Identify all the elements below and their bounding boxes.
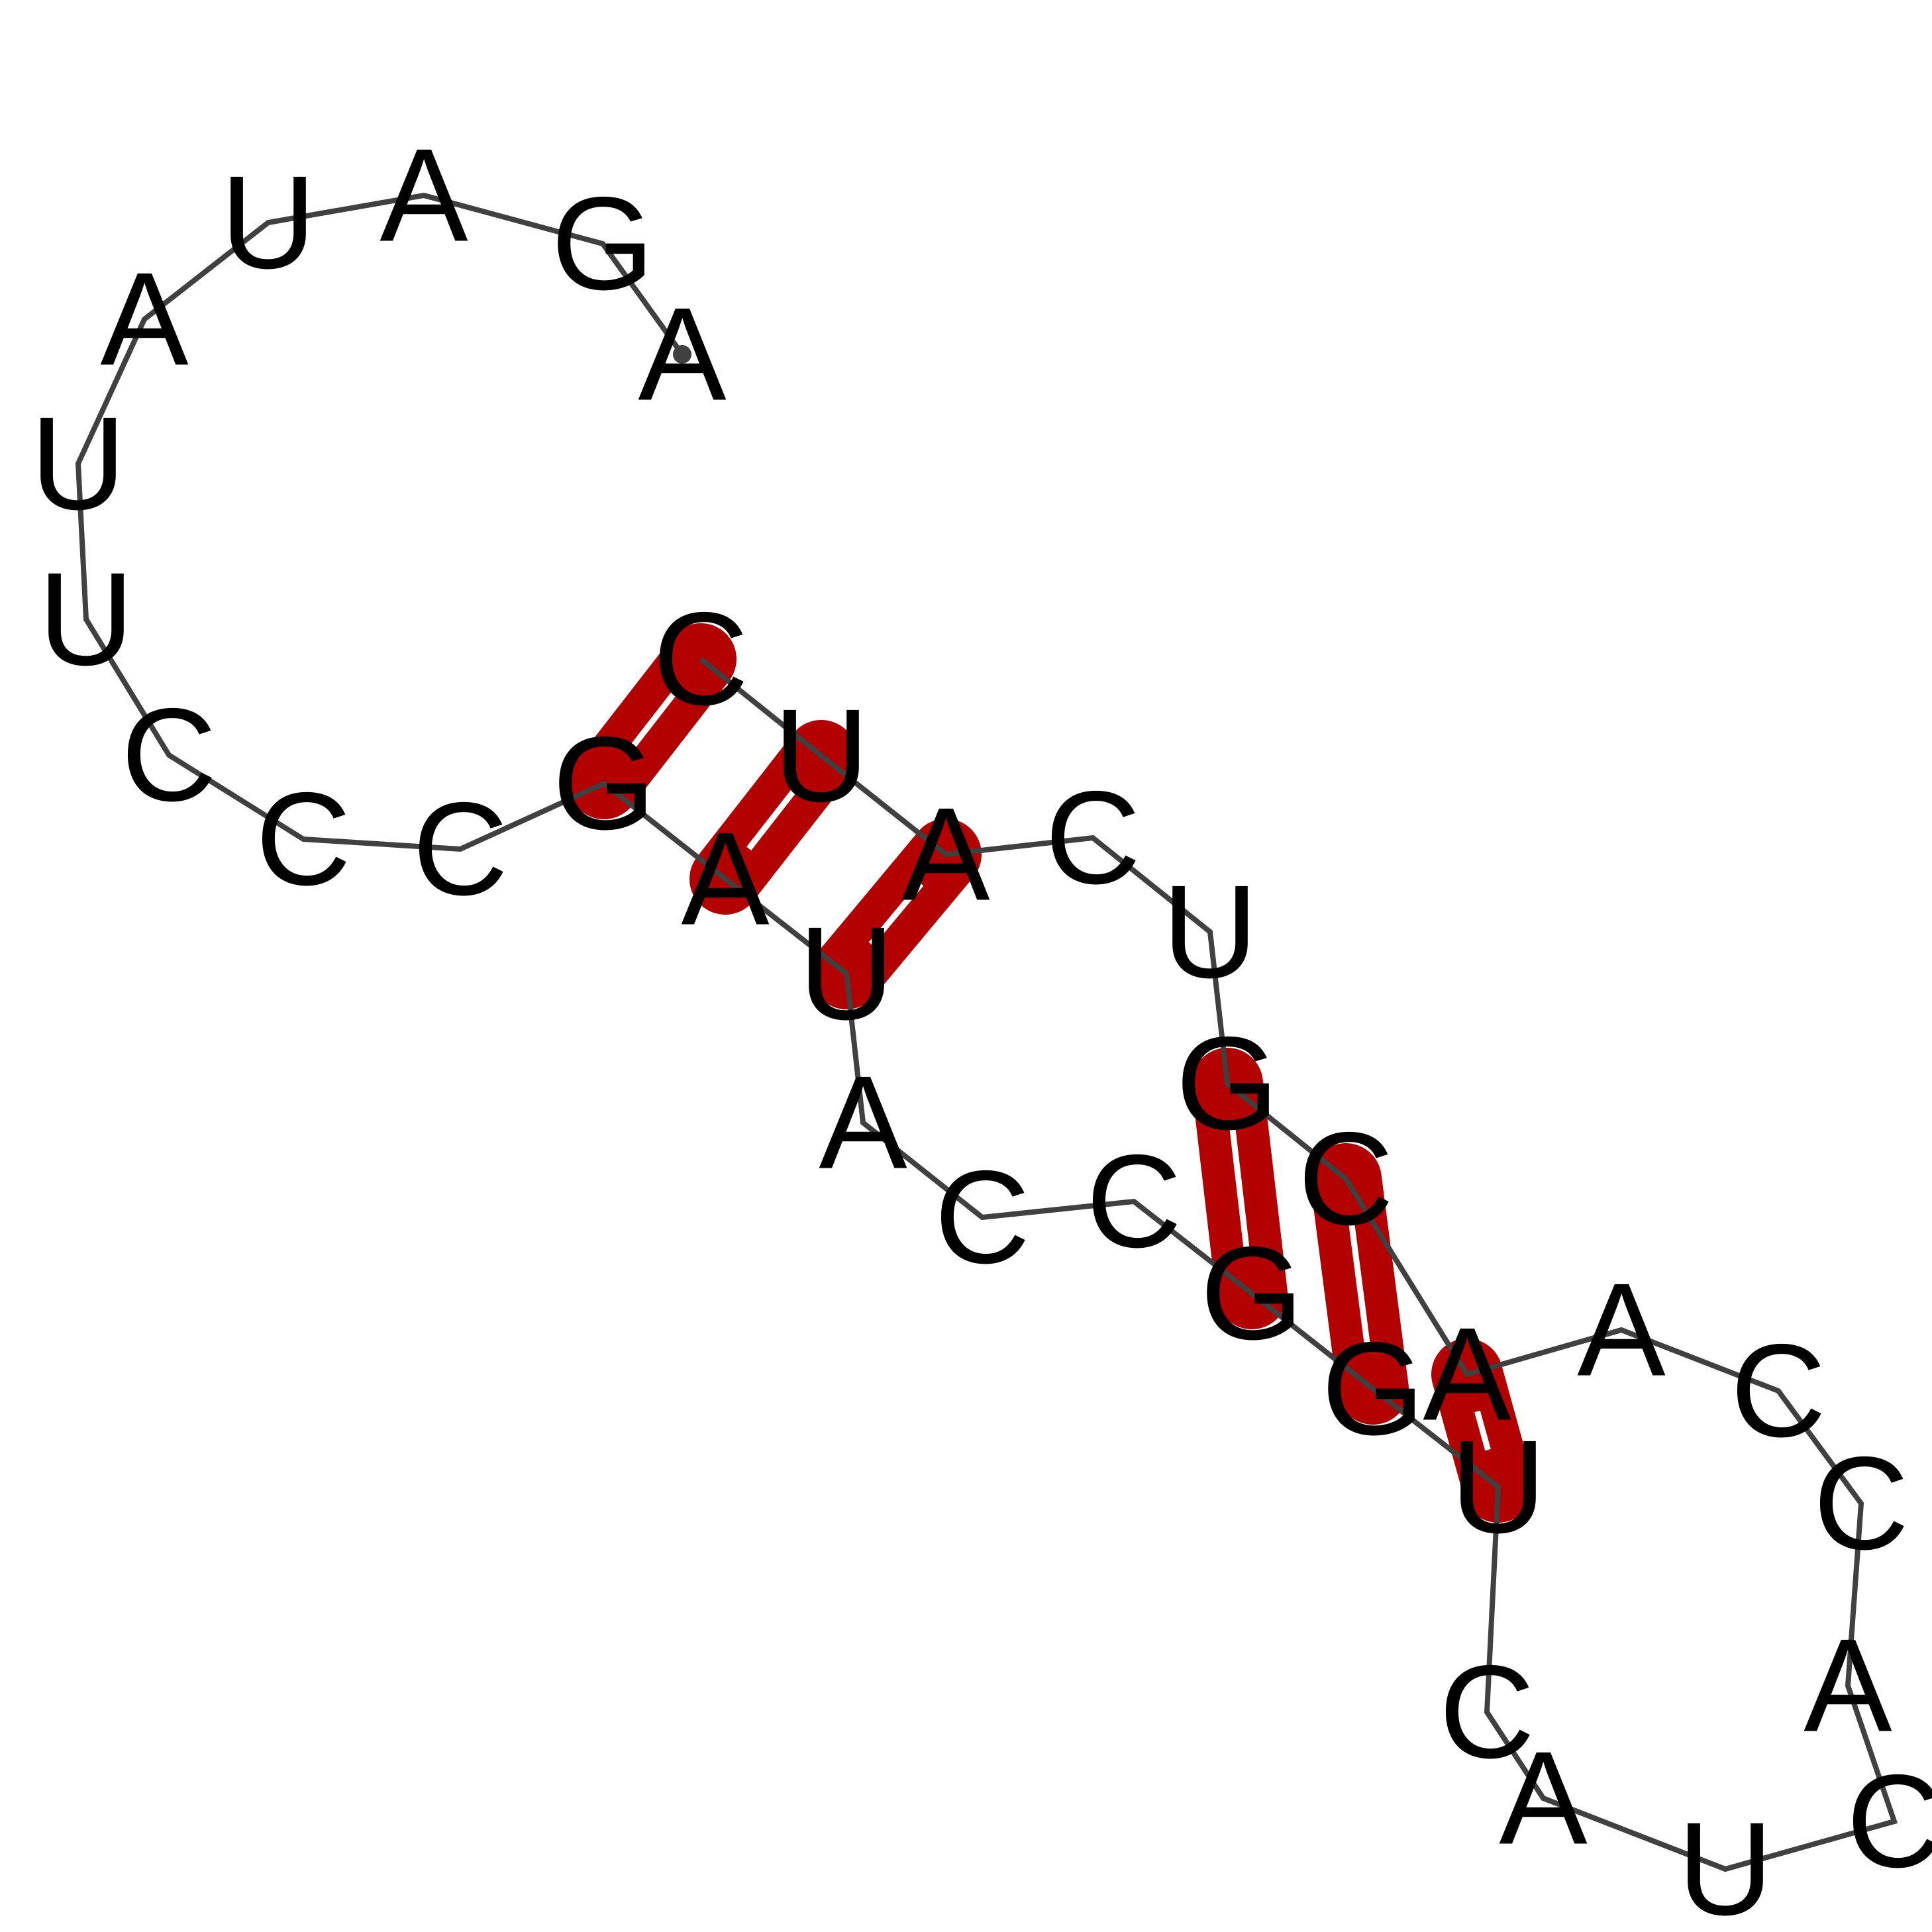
nucleotide-7: U — [38, 546, 134, 693]
nucleotide-31: U — [1162, 858, 1258, 1006]
backbone-line — [75, 192, 1898, 1872]
base-pair-line — [868, 882, 924, 946]
five-prime-start-dot — [673, 345, 691, 364]
base-pair-line — [1474, 1410, 1491, 1451]
nucleotide-9: C — [256, 766, 351, 913]
base-pair-line — [625, 687, 680, 755]
nucleotide-24: A — [1804, 1612, 1892, 1760]
nucleotide-33: A — [901, 781, 990, 929]
nucleotide-23: C — [1847, 1748, 1932, 1896]
nucleotide-6: U — [30, 390, 126, 538]
nucleotide-21: A — [1499, 1725, 1588, 1872]
nucleotide-25: C — [1813, 1430, 1909, 1578]
nucleotide-28: A — [1423, 1301, 1511, 1449]
nucleotide-4: U — [221, 149, 316, 297]
nucleotide-13: U — [799, 900, 894, 1048]
base-pair-lines — [625, 687, 1491, 1451]
nucleotide-29: C — [1298, 1105, 1394, 1253]
nucleotide-27: A — [1577, 1256, 1666, 1404]
nucleotide-8: C — [121, 682, 217, 829]
nucleotide-10: C — [413, 776, 508, 923]
nucleotide-19: U — [1450, 1413, 1546, 1561]
nucleotide-3: A — [380, 122, 468, 270]
nucleotide-1: A — [638, 281, 727, 429]
nucleotide-18: G — [1321, 1315, 1425, 1463]
nucleotide-20: C — [1439, 1639, 1535, 1786]
nucleotide-17: G — [1200, 1220, 1303, 1368]
nucleotide-16: C — [1086, 1128, 1182, 1276]
base-pair-line — [1229, 1121, 1250, 1256]
nucleotide-14: A — [819, 1049, 907, 1197]
nucleotide-34: U — [774, 682, 869, 830]
nucleotide-12: A — [681, 805, 770, 953]
nucleotide-5: A — [100, 246, 189, 393]
nucleotide-22: U — [1678, 1796, 1773, 1932]
base-pair-line — [1347, 1216, 1372, 1352]
nucleotide-30: G — [1176, 1010, 1279, 1158]
nucleotide-11: G — [552, 710, 656, 858]
nucleotide-35: C — [653, 585, 748, 733]
base-pair-line — [746, 784, 800, 851]
nucleotide-2: G — [551, 170, 654, 318]
nucleotide-26: C — [1731, 1317, 1826, 1465]
nucleotide-32: C — [1045, 764, 1141, 912]
nucleotide-15: C — [935, 1144, 1030, 1292]
